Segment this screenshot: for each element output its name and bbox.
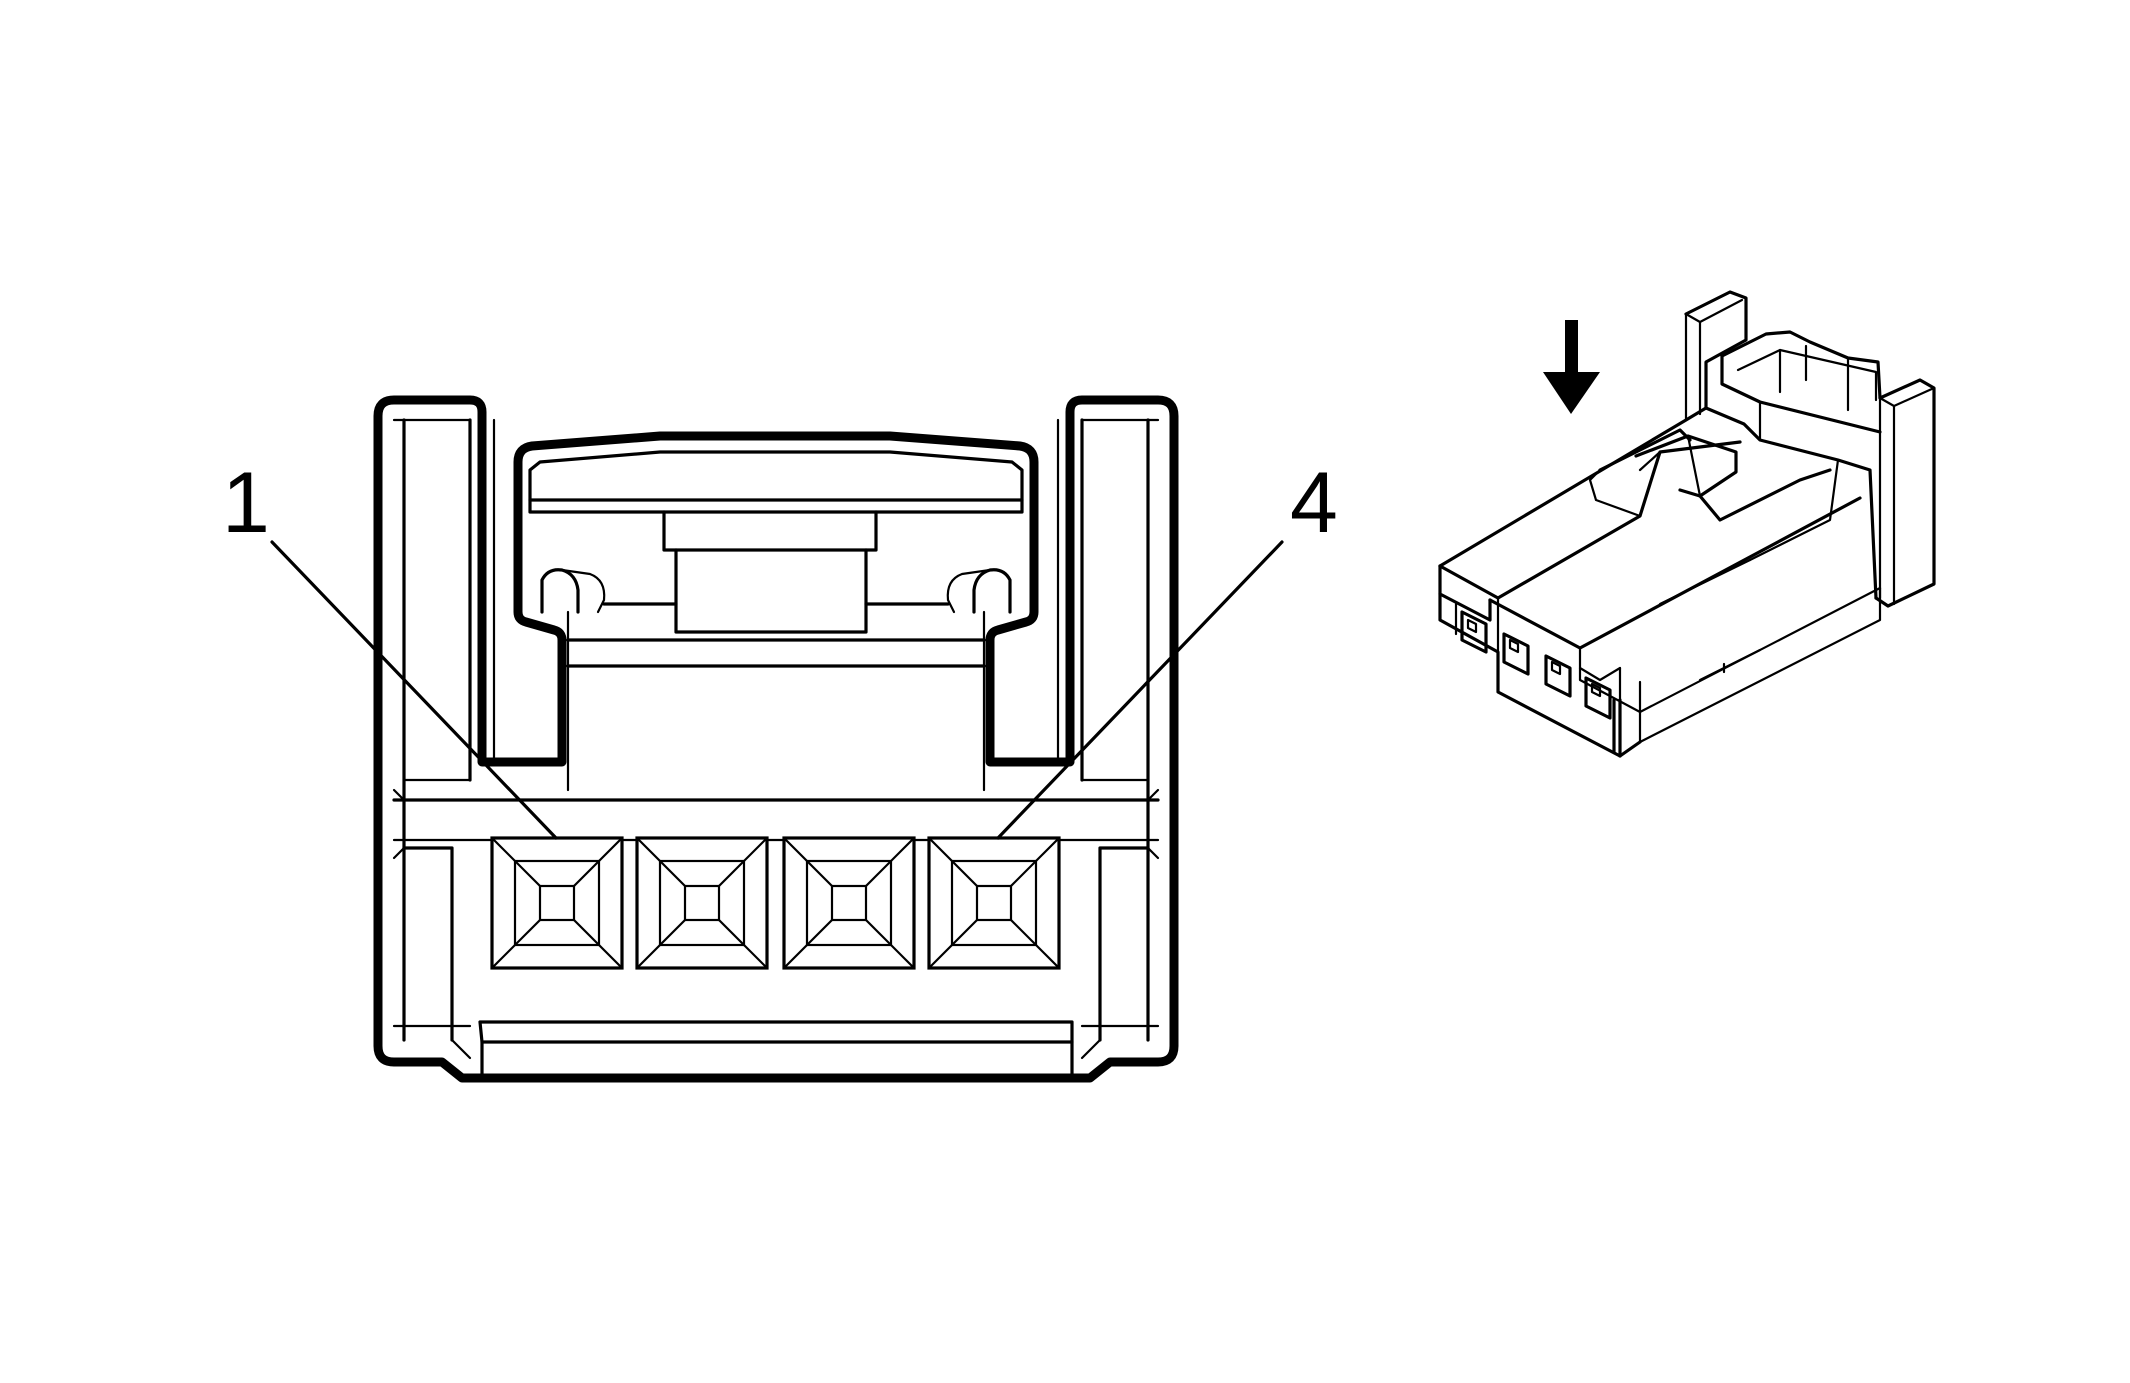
down-arrow-icon xyxy=(1543,320,1600,414)
pin-4-label: 4 xyxy=(1290,455,1338,551)
left-post xyxy=(392,418,496,1042)
terminal-cavities xyxy=(490,836,1061,970)
connector-face-view: 1 4 xyxy=(222,395,1338,1083)
pin-4-leader-line xyxy=(996,540,1284,840)
right-post xyxy=(1056,418,1160,1042)
pin-1-label: 1 xyxy=(222,455,270,551)
iso-cavities xyxy=(1460,610,1612,720)
cavity-4 xyxy=(927,836,1061,970)
cavity-3 xyxy=(782,836,916,970)
lock-tab xyxy=(528,450,1024,792)
pin-1-leader-line xyxy=(270,540,558,840)
housing-outline xyxy=(373,395,1179,1083)
cavity-1 xyxy=(490,836,624,970)
connector-isometric-icon xyxy=(1438,290,1936,758)
cavity-2 xyxy=(635,836,769,970)
